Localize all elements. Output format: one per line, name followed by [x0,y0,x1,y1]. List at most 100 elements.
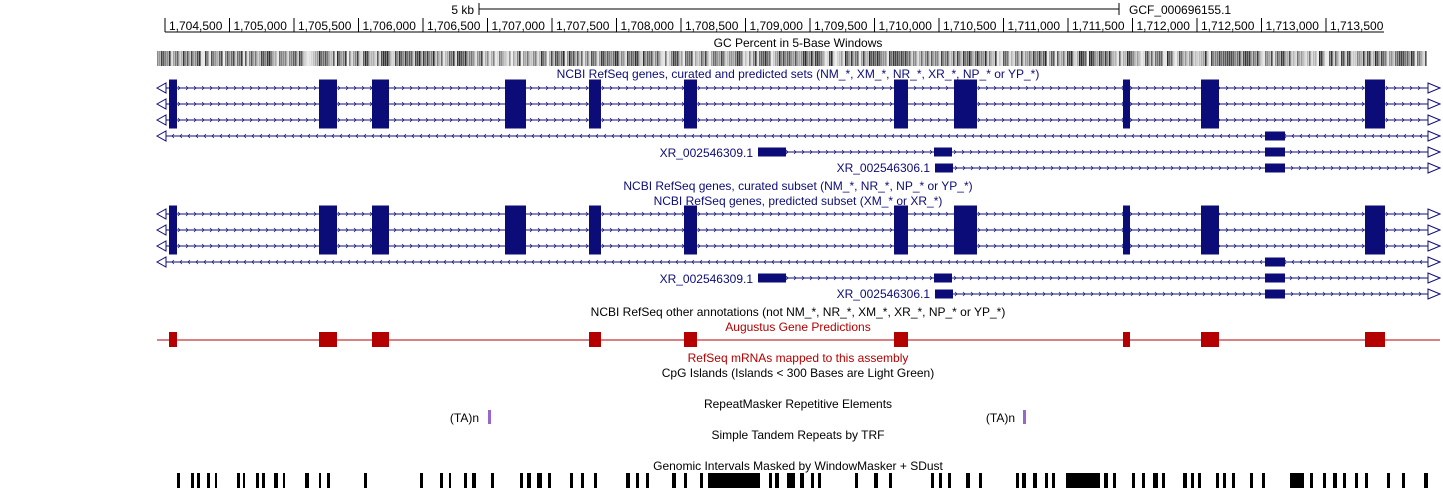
gc-window [157,51,159,66]
gc-window [313,51,315,66]
gc-window [517,51,519,66]
gc-window [781,51,783,66]
transcript-label-xr-002546309-1[interactable]: XR_002546309.1 [660,146,754,160]
repeat-element-1[interactable] [488,410,491,424]
gc-window [827,51,829,66]
refseq-all-track[interactable] [155,79,1442,174]
transcript-label-xr-002546309-1-predicted[interactable]: XR_002546309.1 [660,272,754,286]
gc-window [1403,51,1405,66]
gc-window [483,51,485,66]
masked-interval [1333,473,1337,488]
gc-window [1145,51,1147,66]
gc-window [459,51,461,66]
repeat-label-ta-2[interactable]: (TA)n [986,411,1015,425]
gc-percent-track[interactable] [157,51,1427,66]
gc-window [195,51,197,66]
gc-window [1261,51,1263,66]
exon [319,221,337,239]
gc-window [1169,51,1171,66]
gc-window [1003,51,1005,66]
masked-interval [1016,473,1019,488]
track-title-refseq-predicted[interactable]: NCBI RefSeq genes, predicted subset (XM_… [654,194,943,208]
gc-window [627,51,629,66]
masked-interval [1402,473,1405,488]
gc-window [389,51,391,66]
gc-window [533,51,535,66]
exon [372,205,389,223]
exon [169,111,177,129]
gc-window [1263,51,1265,66]
exon [169,95,177,113]
gc-window [755,51,757,66]
track-title-repeatmasker[interactable]: RepeatMasker Repetitive Elements [704,397,892,411]
track-title-refseq-mrnas[interactable]: RefSeq mRNAs mapped to this assembly [688,351,909,365]
gc-window [311,51,313,66]
gc-window [497,51,499,66]
gc-window [785,51,787,66]
gc-window [525,51,527,66]
gc-window [265,51,267,66]
gc-window [473,51,475,66]
repeat-label-ta-1[interactable]: (TA)n [450,411,479,425]
augustus-exon [319,332,337,347]
gc-window [1177,51,1179,66]
augustus-track[interactable] [157,332,1440,347]
gc-window [1057,51,1059,66]
refseq-predicted-track[interactable] [155,205,1442,300]
gc-window [1009,51,1011,66]
exon [372,79,389,97]
track-title-windowmasker[interactable]: Genomic Intervals Masked by WindowMasker… [653,459,943,473]
exon [1123,79,1130,97]
gc-window [1193,51,1195,66]
track-title-gc-percent[interactable]: GC Percent in 5-Base Windows [714,36,883,50]
gc-window [823,51,825,66]
gc-window [825,51,827,66]
transcript-label-xr-002546306-1[interactable]: XR_002546306.1 [837,161,931,175]
masked-interval [197,473,200,488]
exon [1201,95,1219,113]
track-title-trf[interactable]: Simple Tandem Repeats by TRF [712,428,885,442]
gc-window [863,51,865,66]
gc-window [855,51,857,66]
gc-window [267,51,269,66]
masked-interval [646,473,649,488]
gc-window [1401,51,1403,66]
gc-window [681,51,683,66]
track-title-refseq-other[interactable]: NCBI RefSeq other annotations (not NM_*,… [591,305,1006,319]
exon [169,221,177,239]
gc-window [1123,51,1125,66]
gc-window [1195,51,1197,66]
gc-window [609,51,611,66]
gc-window [1411,51,1413,66]
gc-window [1007,51,1009,66]
transcript-label-xr-002546306-1-predicted[interactable]: XR_002546306.1 [837,287,931,301]
repeat-element-2[interactable] [1023,410,1026,424]
gc-window [349,51,351,66]
windowmasker-track[interactable] [177,473,1428,488]
gc-window [887,51,889,66]
masked-interval [889,473,892,488]
gc-window [1113,51,1115,66]
gc-window [1201,51,1203,66]
exon [505,95,526,113]
gc-window [295,51,297,66]
gc-window [447,51,449,66]
gc-window [1393,51,1395,66]
gc-window [861,51,863,66]
track-title-refseq-curated[interactable]: NCBI RefSeq genes, curated subset (NM_*,… [623,179,972,193]
gc-window [545,51,547,66]
track-title-refseq-all[interactable]: NCBI RefSeq genes, curated and predicted… [557,67,1040,81]
augustus-exon [372,332,389,347]
gc-window [1071,51,1073,66]
gc-window [475,51,477,66]
gc-window [753,51,755,66]
masked-interval [464,473,467,488]
track-title-augustus[interactable]: Augustus Gene Predictions [725,320,870,334]
gc-window [779,51,781,66]
gc-window [443,51,445,66]
gc-window [925,51,927,66]
track-title-cpg-islands[interactable]: CpG Islands (Islands < 300 Bases are Lig… [662,366,934,380]
gc-window [1039,51,1041,66]
